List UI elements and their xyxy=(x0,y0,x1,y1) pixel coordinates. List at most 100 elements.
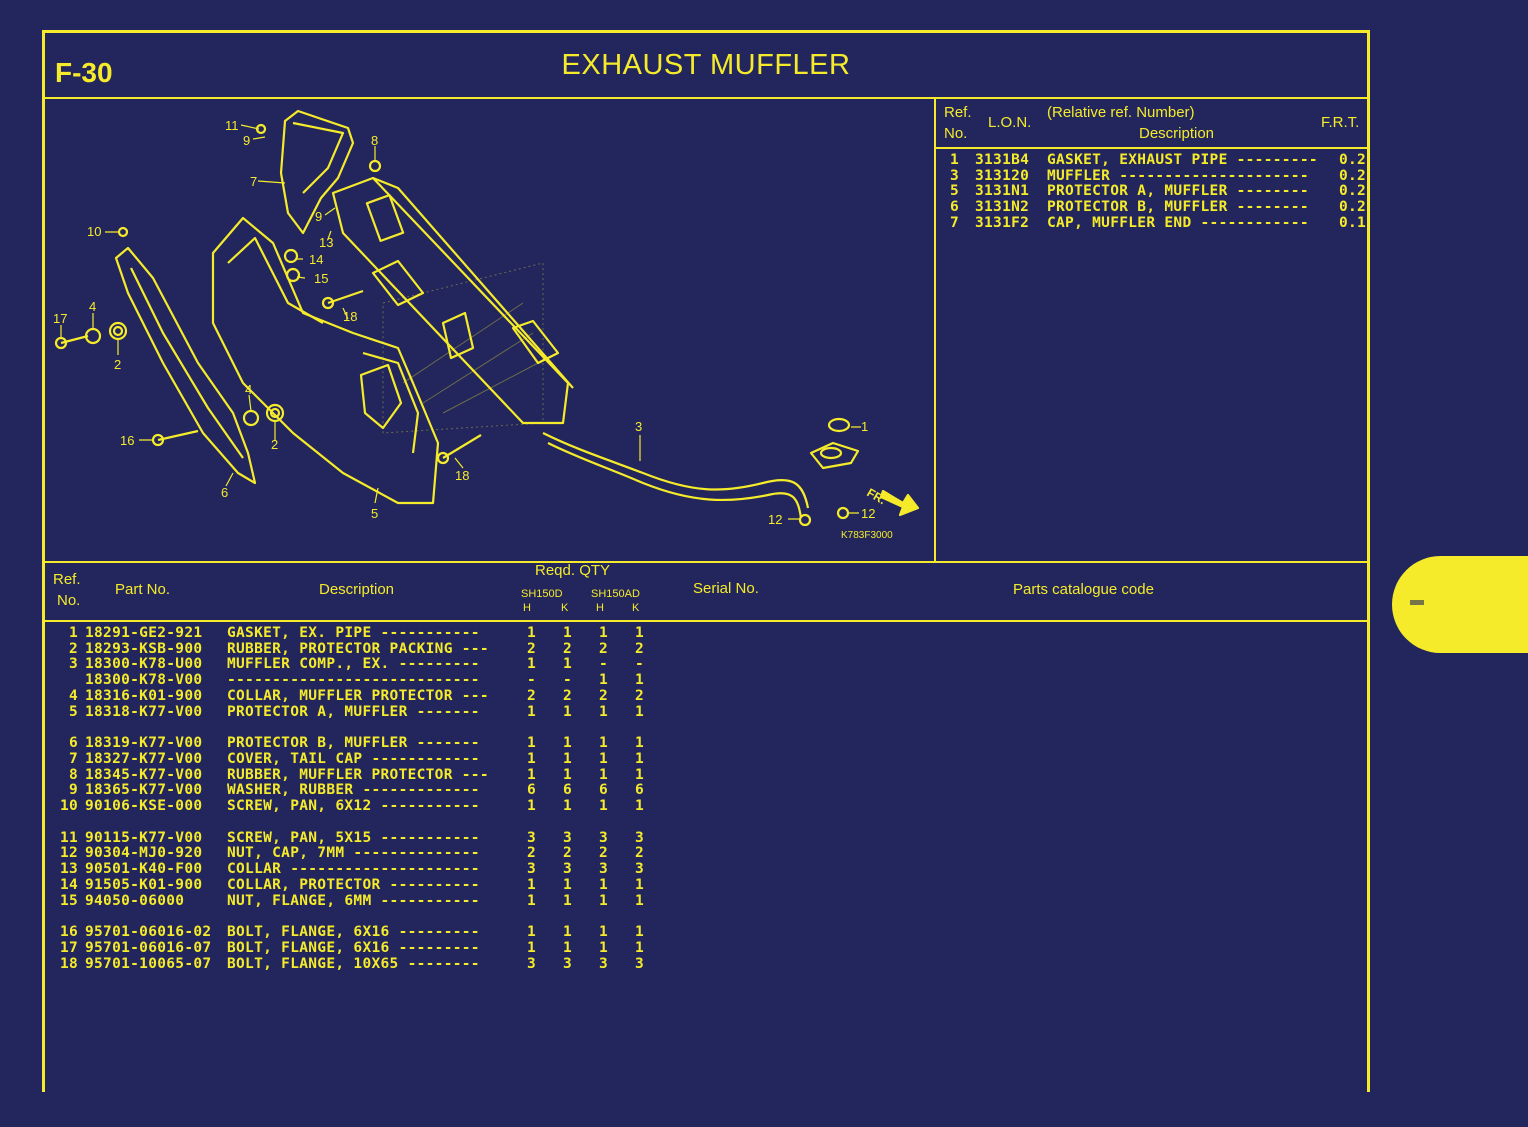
callout-3: 3 xyxy=(635,419,642,434)
part-qty: 1 xyxy=(599,625,609,641)
part-number: 18300-K78-V00 xyxy=(85,672,203,689)
page-code: F-30 xyxy=(55,57,113,88)
part-ref: 2 xyxy=(68,640,78,657)
parts-header-divider xyxy=(45,620,1367,622)
frt-desc: GASKET, EXHAUST PIPE --------- xyxy=(1047,152,1318,168)
part-number: 18318-K77-V00 xyxy=(85,703,203,720)
part-ref: 4 xyxy=(68,687,78,704)
part-qty: 3 xyxy=(599,861,609,878)
part-qty: 2 xyxy=(599,640,609,657)
part-number: 90501-K40-F00 xyxy=(85,861,203,878)
part-ref: 16 xyxy=(59,924,78,941)
callout-12: 12 xyxy=(861,506,875,521)
part-number: 18316-K01-900 xyxy=(85,687,203,704)
part-qty: 2 xyxy=(527,845,537,862)
frt-lon: 3131F2 xyxy=(975,214,1030,231)
part-qty: 1 xyxy=(527,656,537,673)
part-description: NUT, CAP, 7MM -------------- xyxy=(227,845,480,862)
part-qty: 1 xyxy=(527,876,537,893)
part-qty: 2 xyxy=(563,845,573,862)
qty-h2-header: H xyxy=(596,602,604,614)
part-qty: 3 xyxy=(527,955,537,972)
callout-8: 8 xyxy=(371,133,378,148)
frt-ref: 6 xyxy=(950,199,960,216)
header-divider xyxy=(45,97,1367,99)
part-qty: 3 xyxy=(635,955,645,972)
frt-desc: PROTECTOR A, MUFFLER -------- xyxy=(1047,183,1309,200)
part-qty: 1 xyxy=(527,798,537,814)
part-number: 18300-K78-U00 xyxy=(85,656,203,673)
parts-partno-header: Part No. xyxy=(115,581,171,598)
frt-desc: MUFFLER --------------------- xyxy=(1047,167,1309,184)
part-qty: 1 xyxy=(599,766,609,783)
part-ref: 18 xyxy=(59,955,78,972)
page-title: EXHAUST MUFFLER xyxy=(561,49,851,81)
part-qty: 1 xyxy=(527,766,537,783)
part-description: COLLAR, MUFFLER PROTECTOR --- xyxy=(227,687,489,704)
frt-frt-header: F.R.T. xyxy=(1321,114,1360,131)
part-qty: 1 xyxy=(635,766,645,783)
part-description: PROTECTOR B, MUFFLER ------- xyxy=(227,735,480,752)
frt-ref-header: Ref. xyxy=(944,104,972,121)
parts-sheet: F-30 EXHAUST MUFFLER Ref. No. L.O.N. (Re… xyxy=(42,30,1370,1092)
parts-description-header: Description xyxy=(319,581,395,598)
tab-mark xyxy=(1410,600,1424,605)
direction-label: FR. xyxy=(865,485,889,507)
frt-ref: 1 xyxy=(950,152,960,168)
part-number: 94050-06000 xyxy=(85,892,185,909)
part-number: 18365-K77-V00 xyxy=(85,782,203,799)
part-ref: 12 xyxy=(59,845,78,862)
part-qty: 1 xyxy=(527,735,537,752)
part-ref: 8 xyxy=(68,766,78,783)
part-number: 18319-K77-V00 xyxy=(85,735,203,752)
frt-value: 0.1 xyxy=(1339,214,1367,231)
callout-4: 4 xyxy=(245,382,252,397)
part-qty: 1 xyxy=(635,625,645,641)
part-qty: - xyxy=(635,656,645,673)
frt-lon-header: L.O.N. xyxy=(988,114,1032,131)
frt-lon: 3131B4 xyxy=(975,152,1030,168)
part-qty: 3 xyxy=(599,955,609,972)
part-ref: 1 xyxy=(68,625,78,641)
part-ref: 6 xyxy=(68,735,78,752)
part-ref: 11 xyxy=(59,829,78,846)
part-qty: 1 xyxy=(599,750,609,767)
part-qty: 3 xyxy=(527,829,537,846)
part-qty: 6 xyxy=(599,782,609,799)
part-number: 91505-K01-900 xyxy=(85,876,203,893)
callout-9: 9 xyxy=(243,133,250,148)
part-qty: 3 xyxy=(563,955,573,972)
part-qty: 1 xyxy=(527,892,537,909)
catalogue-code-header: Parts catalogue code xyxy=(1013,581,1154,598)
part-number: 18293-KSB-900 xyxy=(85,640,203,657)
frt-ref: 3 xyxy=(950,167,960,184)
part-qty: 3 xyxy=(635,861,645,878)
part-description: BOLT, FLANGE, 10X65 -------- xyxy=(227,955,480,972)
part-qty: 1 xyxy=(635,892,645,909)
part-description: SCREW, PAN, 5X15 ----------- xyxy=(227,829,480,846)
part-ref: 9 xyxy=(68,782,78,799)
part-qty: 3 xyxy=(563,861,573,878)
part-description: PROTECTOR A, MUFFLER ------- xyxy=(227,703,480,720)
diagram-code: K783F3000 xyxy=(841,530,893,541)
part-description: SCREW, PAN, 6X12 ----------- xyxy=(227,798,480,814)
part-qty: - xyxy=(599,656,609,673)
part-qty: 2 xyxy=(527,687,537,704)
part-ref: 10 xyxy=(59,798,78,814)
part-qty: 1 xyxy=(635,672,645,689)
part-qty: 1 xyxy=(563,703,573,720)
callout-10: 10 xyxy=(87,224,101,239)
part-number: 18345-K77-V00 xyxy=(85,766,203,783)
part-qty: 1 xyxy=(527,939,537,956)
diagram-bottom-divider xyxy=(45,561,1367,563)
part-ref: 15 xyxy=(59,892,78,909)
model-sh150d-header: SH150D xyxy=(521,588,563,600)
part-description: WASHER, RUBBER ------------- xyxy=(227,782,480,799)
section-tab[interactable] xyxy=(1392,556,1528,653)
part-qty: 3 xyxy=(527,861,537,878)
part-qty: 1 xyxy=(599,892,609,909)
part-qty: 1 xyxy=(527,703,537,720)
callout-18: 18 xyxy=(455,468,469,483)
frt-ref: 7 xyxy=(950,214,960,231)
part-number: 90304-MJ0-920 xyxy=(85,845,203,862)
